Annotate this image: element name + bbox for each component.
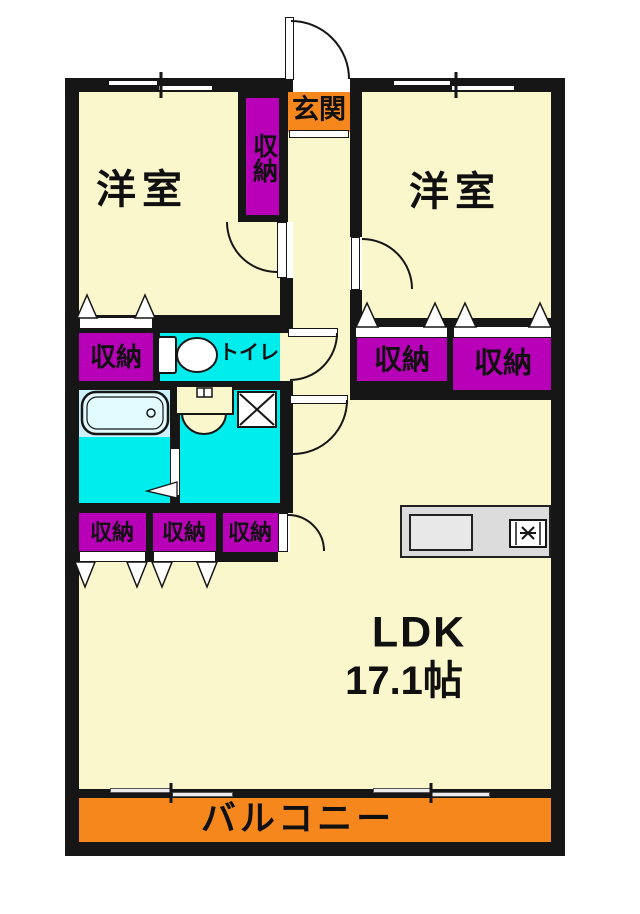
storage-divider-1 [146,513,153,552]
storage-bottom-b [153,513,216,552]
storage-bottom-c-label: 収納 [227,520,273,545]
toilet-door-leaf [288,328,338,337]
hall-left-wall-upper [280,278,293,333]
bath-door-gap [171,449,179,495]
storage-right2-label: 収納 [473,347,533,380]
outer-wall-right [551,78,565,856]
storage-shaft [246,98,279,215]
washroom-door-leaf [278,513,288,552]
ldk-area-label: 17.1帖 [345,659,463,703]
storage-bottom-b-label: 収納 [161,520,207,545]
balcony-area [79,798,551,842]
entrance-label: 玄関 [292,94,346,125]
entrance-door-arc [290,20,350,80]
closet-door-strip-b [153,551,216,562]
washing-machine-pan [237,391,277,428]
window-balcony-right-pane2 [431,792,490,797]
hall-right-wall [350,92,362,237]
entrance-opening [293,78,350,92]
closet-door-strip-left [79,317,153,329]
window-top-left-pane2 [158,85,213,91]
right-room-door-leaf [351,237,360,290]
window-balcony-left-pane2 [172,792,233,797]
left-room-door-leaf [277,222,287,278]
closet-door-strip-a [79,551,146,562]
closet-door-strip-r1 [355,326,448,338]
storage-bottom-c [223,513,278,552]
room-right-label: 洋室 [409,170,501,214]
kitchen-sink [409,514,473,551]
storage-bottom-a-label: 収納 [89,520,135,545]
hall-left-wall-lower [280,381,293,513]
ldk-label: LDK [371,608,467,657]
entrance-step [289,130,349,138]
storage-divider-2 [216,513,223,552]
storage-right-1 [357,338,447,381]
bath-wash-divider [170,390,180,503]
storage-mid-left-label: 収納 [89,342,143,372]
storage-right1-label: 収納 [373,344,431,375]
washroom-bottom-wall [65,503,293,513]
balcony-wall [79,789,551,798]
storage-toilet-divider [153,333,160,381]
room-left-label: 洋室 [96,168,188,212]
bath-floor [79,437,170,503]
storage-mid-left [79,333,153,381]
storage-right-2 [453,338,552,390]
outer-wall-bottom [65,842,565,856]
storage-bottom-a [79,513,146,552]
storage-shaft-label: 収納 [249,133,278,183]
outer-wall-left [65,78,79,856]
window-balcony-right-pane1 [373,788,431,793]
ldk-door-leaf [290,395,348,404]
entrance-area [288,92,350,132]
window-top-right-pane1 [393,80,451,86]
closet-door-strip-r2 [453,326,553,338]
window-balcony-left-pane1 [110,788,172,793]
window-top-left-pane1 [108,80,158,86]
toilet-label: トイレ [219,342,279,364]
toilet-row-bottom-wall [65,381,293,390]
bath-area [79,390,170,437]
window-top-right-pane2 [451,85,515,91]
entrance-door-leaf [285,17,294,80]
balcony-label: バルコニー [200,799,396,839]
